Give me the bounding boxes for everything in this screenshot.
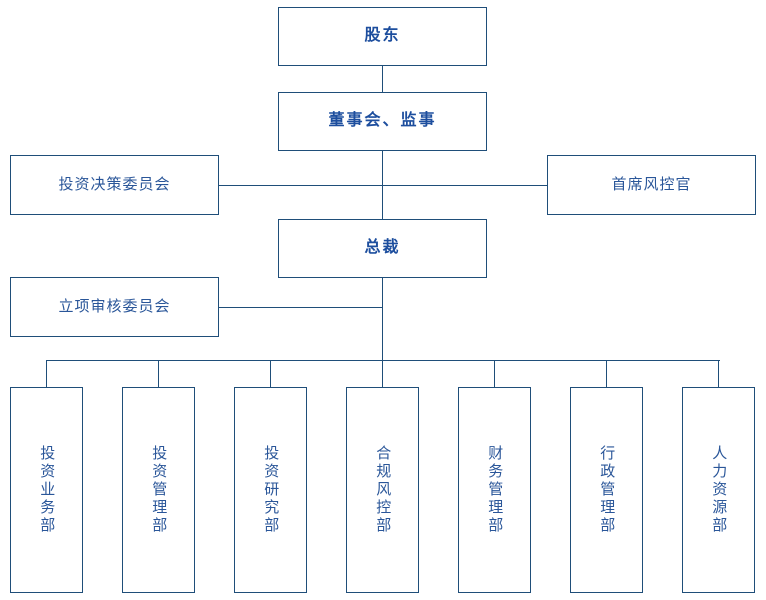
connector-drop-dept-4: [382, 360, 383, 387]
node-president-label: 总裁: [364, 239, 401, 257]
node-shareholders-label: 股东: [364, 27, 401, 45]
node-department-investment-research-label: 投资研究部: [262, 445, 280, 535]
node-department-compliance-risk-control[interactable]: 合规风控部: [346, 387, 419, 593]
connector-drop-dept-1: [46, 360, 47, 387]
node-department-compliance-risk-control-label: 合规风控部: [374, 445, 392, 535]
node-investment-decision-committee[interactable]: 投资决策委员会: [10, 155, 219, 215]
node-project-review-committee-label: 立项审核委员会: [58, 298, 171, 316]
node-investment-decision-committee-label: 投资决策委员会: [58, 176, 171, 194]
connector-president-bus: [382, 278, 383, 360]
connector-department-bus: [46, 360, 720, 361]
node-department-investment-business-label: 投资业务部: [38, 445, 56, 535]
node-president[interactable]: 总裁: [278, 219, 487, 278]
connector-side-committee-bar: [219, 185, 547, 186]
node-chief-risk-officer[interactable]: 首席风控官: [547, 155, 756, 215]
node-department-investment-business[interactable]: 投资业务部: [10, 387, 83, 593]
node-board-of-directors-label: 董事会、监事: [328, 112, 437, 130]
connector-drop-dept-5: [494, 360, 495, 387]
node-department-financial-management-label: 财务管理部: [486, 445, 504, 535]
node-department-financial-management[interactable]: 财务管理部: [458, 387, 531, 593]
node-chief-risk-officer-label: 首席风控官: [611, 176, 692, 194]
node-shareholders[interactable]: 股东: [278, 7, 487, 66]
node-department-investment-management[interactable]: 投资管理部: [122, 387, 195, 593]
connector-shareholders-board: [382, 66, 383, 92]
node-department-human-resources[interactable]: 人力资源部: [682, 387, 755, 593]
connector-drop-dept-6: [606, 360, 607, 387]
connector-drop-dept-2: [158, 360, 159, 387]
node-department-human-resources-label: 人力资源部: [710, 445, 728, 535]
connector-drop-dept-7: [718, 360, 719, 387]
connector-project-review-branch: [219, 307, 383, 308]
node-department-investment-research[interactable]: 投资研究部: [234, 387, 307, 593]
node-department-investment-management-label: 投资管理部: [150, 445, 168, 535]
node-project-review-committee[interactable]: 立项审核委员会: [10, 277, 219, 337]
node-department-administrative-management-label: 行政管理部: [598, 445, 616, 535]
node-department-administrative-management[interactable]: 行政管理部: [570, 387, 643, 593]
connector-drop-dept-3: [270, 360, 271, 387]
node-board-of-directors[interactable]: 董事会、监事: [278, 92, 487, 151]
